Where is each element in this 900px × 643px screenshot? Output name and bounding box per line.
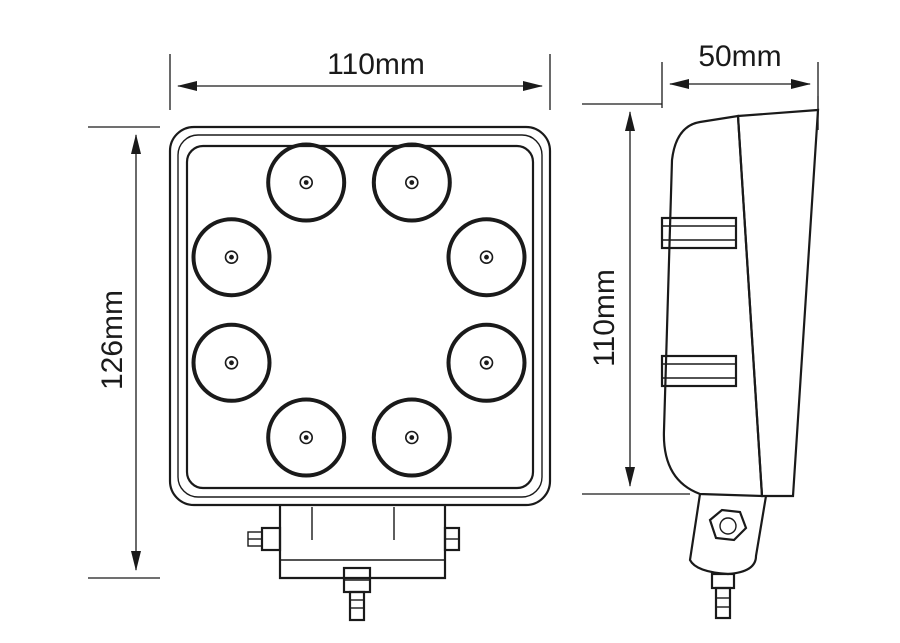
front-housing-rim xyxy=(177,134,543,498)
side-depth-dimension: 50mm xyxy=(661,40,819,108)
led-chip-core xyxy=(409,435,415,440)
led-chip-core xyxy=(409,180,415,185)
led-group xyxy=(191,142,527,478)
led-chip xyxy=(224,355,239,370)
led-reflector xyxy=(446,322,527,403)
side-clamp-lower xyxy=(660,354,738,388)
led-chip-core xyxy=(229,254,234,260)
front-bracket xyxy=(247,505,461,580)
led-reflector xyxy=(446,217,527,298)
side-clamp-upper xyxy=(660,216,738,250)
led-reflector xyxy=(371,397,452,478)
side-depth-label: 50mm xyxy=(698,40,781,73)
side-view xyxy=(660,96,820,620)
led-chip xyxy=(224,250,239,265)
front-width-label: 110mm xyxy=(327,48,425,81)
led-chip-core xyxy=(303,180,309,185)
led-chip xyxy=(404,175,419,190)
led-chip-core xyxy=(303,435,309,440)
front-height-label: 126mm xyxy=(96,290,129,390)
front-bottom-bolt xyxy=(342,566,372,622)
led-reflector xyxy=(191,217,272,298)
led-reflector xyxy=(266,142,347,223)
led-chip xyxy=(479,355,494,370)
led-reflector xyxy=(191,322,272,403)
led-chip xyxy=(299,175,314,190)
front-width-dimension: 110mm xyxy=(169,48,551,110)
front-height-dimension: 126mm xyxy=(88,126,160,579)
side-lens-face xyxy=(736,108,820,498)
led-reflector xyxy=(266,397,347,478)
led-chip-core xyxy=(484,360,489,366)
led-chip xyxy=(404,430,419,445)
side-height-dimension: 110mm xyxy=(582,103,690,495)
front-housing-outer xyxy=(168,125,552,507)
side-mount-bracket xyxy=(688,493,768,620)
front-lens xyxy=(185,144,535,490)
led-chip xyxy=(479,250,494,265)
led-chip-core xyxy=(484,254,489,260)
led-reflector xyxy=(371,142,452,223)
led-chip-core xyxy=(229,360,234,366)
side-housing-body xyxy=(662,114,764,498)
led-chip xyxy=(299,430,314,445)
front-view xyxy=(168,125,552,622)
side-height-label: 110mm xyxy=(588,269,621,367)
